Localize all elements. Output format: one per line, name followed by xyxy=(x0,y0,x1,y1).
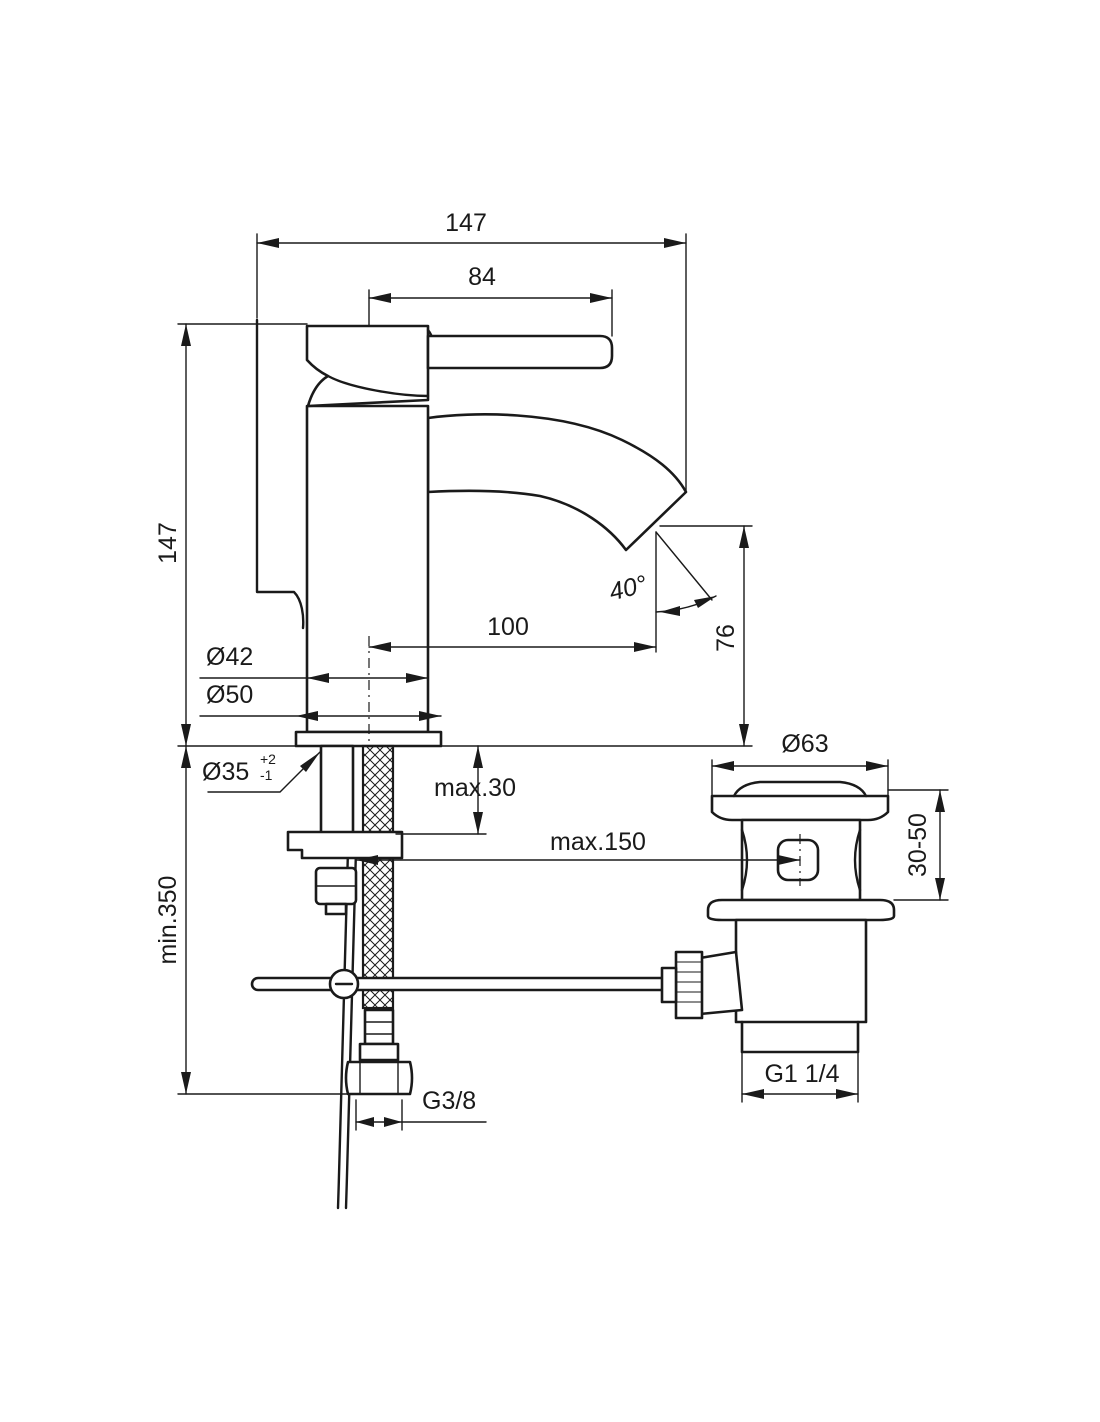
faucet-body xyxy=(305,404,430,734)
dim-lever-width: 84 xyxy=(468,263,496,291)
waste-lower-body xyxy=(734,918,868,1054)
dimension-labels: 147 84 147 100 76 40° Ø42 Ø50 Ø35 +2 -1 … xyxy=(154,209,932,1115)
dim-waste-thread: G1 1/4 xyxy=(764,1060,839,1088)
dim-waste-adjust: 30-50 xyxy=(904,813,932,877)
faucet xyxy=(255,318,688,748)
dim-spout-angle: 40° xyxy=(606,570,649,606)
fixing-bracket xyxy=(286,830,404,860)
handle-cap xyxy=(305,324,430,408)
flexible-hose xyxy=(361,744,395,1010)
below-deck xyxy=(250,744,670,1210)
plug-cap xyxy=(710,794,890,822)
dim-hole-diameter: Ø35 xyxy=(202,758,249,786)
dim-body-diameter: Ø42 xyxy=(206,643,253,671)
dim-connection-thread: G3/8 xyxy=(422,1087,476,1115)
dim-spout-height: 76 xyxy=(712,624,740,652)
spout xyxy=(426,413,688,552)
dim-base-diameter: Ø50 xyxy=(206,681,253,709)
dimension-lines xyxy=(177,233,949,1131)
waste-flange xyxy=(706,898,896,922)
dim-waste-diameter: Ø63 xyxy=(781,730,828,758)
dim-rod-length: max.150 xyxy=(550,828,646,856)
connection-nut xyxy=(344,1060,414,1096)
handle-lever xyxy=(426,334,614,370)
dim-hole-tol-plus: +2 xyxy=(260,751,276,767)
popup-rod xyxy=(250,976,670,992)
dim-total-width: 147 xyxy=(445,209,487,237)
side-connector xyxy=(698,950,744,1016)
dim-hole-tol-minus: -1 xyxy=(260,767,273,783)
dim-total-height: 147 xyxy=(154,522,182,564)
dim-spout-reach: 100 xyxy=(487,613,529,641)
dim-min-height: min.350 xyxy=(154,876,182,965)
waste-fitting xyxy=(660,780,896,1054)
hose-fitting xyxy=(363,1008,395,1046)
dim-deck-thickness: max.30 xyxy=(434,774,516,802)
popup-lever xyxy=(255,318,305,630)
